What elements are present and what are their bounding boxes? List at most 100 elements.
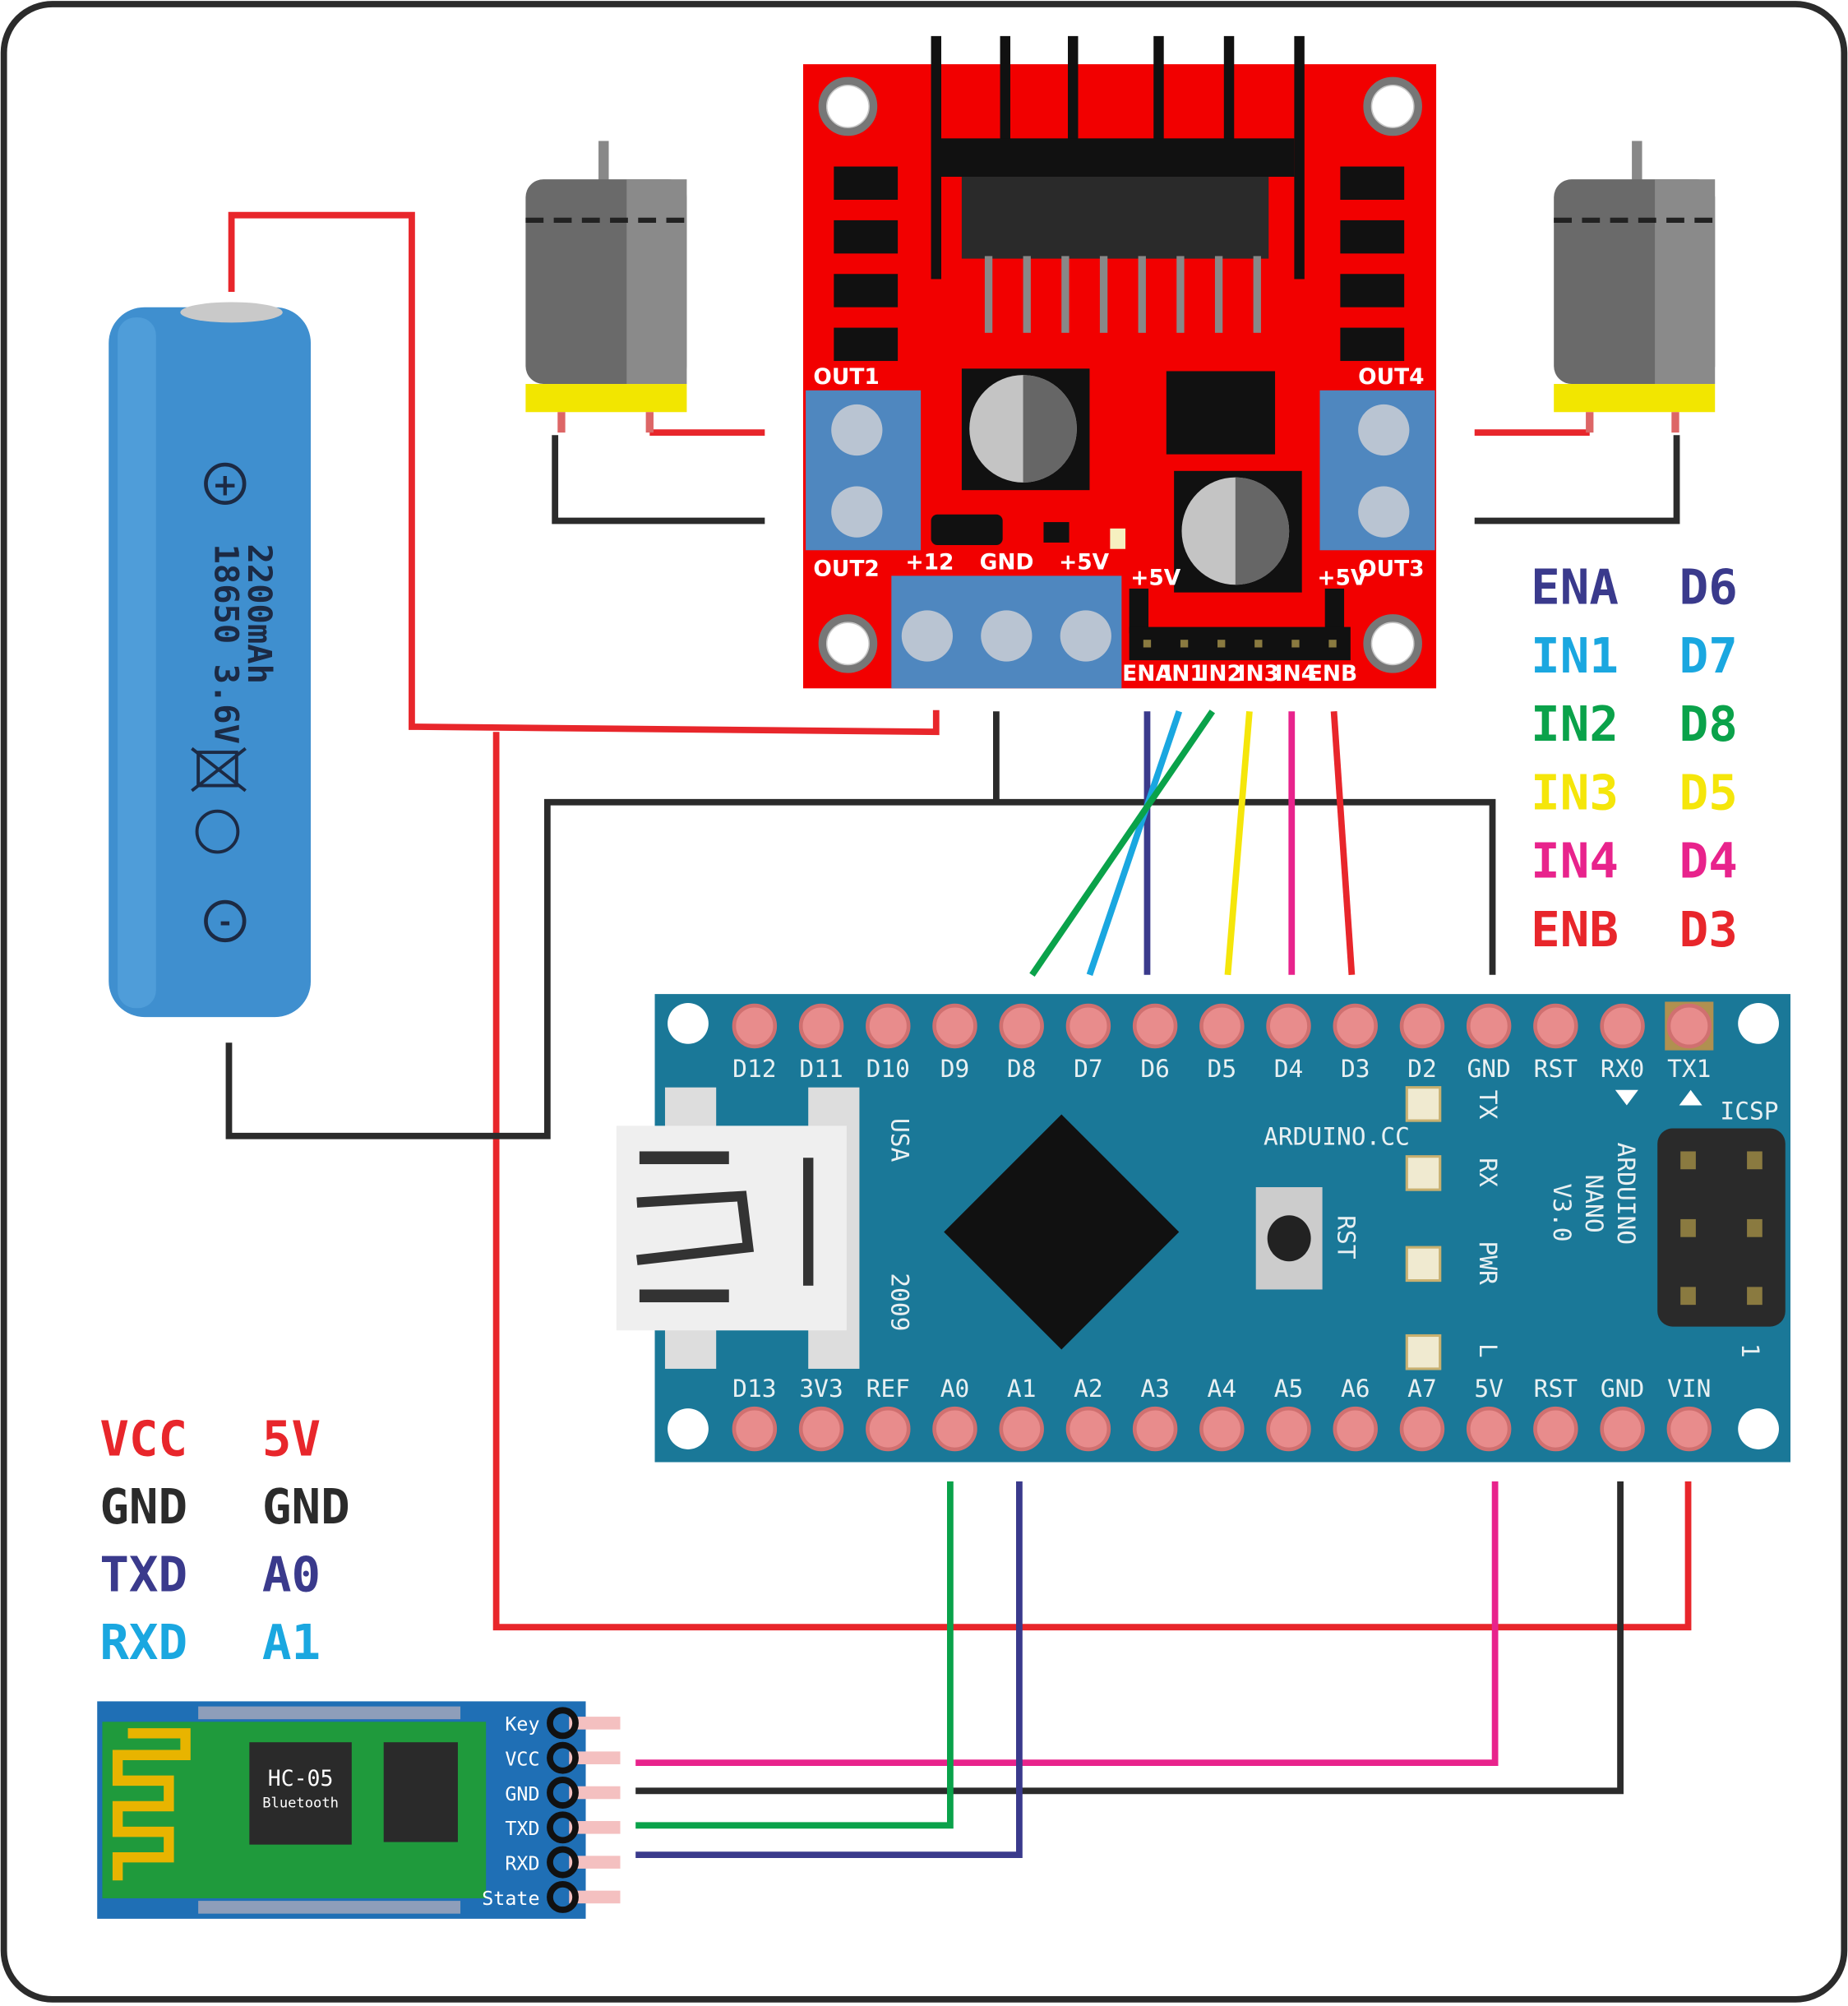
enb-d3-wire bbox=[1330, 711, 1356, 976]
label-usa: USA bbox=[885, 1118, 913, 1162]
driver-pin-label: IN1 bbox=[1163, 661, 1204, 686]
nano-pin-top-0 bbox=[732, 1003, 778, 1049]
nano-pin-label: D4 bbox=[1274, 1055, 1304, 1083]
label-led-tx: TX bbox=[1474, 1090, 1502, 1120]
nano-pin-label: VIN bbox=[1667, 1375, 1711, 1403]
nano-pin-top-12 bbox=[1533, 1003, 1578, 1049]
nano-pin-label: D8 bbox=[1007, 1055, 1037, 1083]
legend-hc05-pin: TXD bbox=[99, 1546, 187, 1603]
nano-pin-top-14 bbox=[1666, 1003, 1712, 1049]
legend-hc05-pin: GND bbox=[99, 1478, 187, 1535]
battery-plus: + bbox=[212, 466, 238, 502]
nano-pin-label: RX0 bbox=[1601, 1055, 1644, 1083]
legend-nano-pin: D5 bbox=[1679, 764, 1738, 820]
driver-pin-in3 bbox=[1254, 640, 1263, 648]
icsp-header bbox=[1657, 1128, 1786, 1327]
nano-pin-top-3 bbox=[932, 1003, 977, 1049]
driver-pin-label: IN4 bbox=[1275, 661, 1316, 686]
usb-connector bbox=[616, 1087, 860, 1369]
nano-pin-label: D12 bbox=[732, 1055, 776, 1083]
nano-pin-top-1 bbox=[798, 1003, 844, 1049]
nano-pin-bottom-12 bbox=[1533, 1406, 1578, 1452]
nano-pin-label: A4 bbox=[1208, 1375, 1237, 1403]
legend-nano-pin: A0 bbox=[262, 1546, 321, 1603]
nano-pin-label: RST bbox=[1534, 1375, 1578, 1403]
hc05-pin-label: RXD bbox=[505, 1851, 539, 1874]
label-out4: OUT4 bbox=[1358, 364, 1424, 390]
driver-pin-label: IN2 bbox=[1201, 661, 1242, 686]
nano-pin-top-5 bbox=[1065, 1003, 1111, 1049]
battery-minus: - bbox=[219, 906, 231, 939]
nano-pin-label: A7 bbox=[1407, 1375, 1437, 1403]
nano-pin-label: A2 bbox=[1074, 1375, 1103, 1403]
nano-pin-label: A1 bbox=[1007, 1375, 1037, 1403]
nano-pin-top-4 bbox=[999, 1003, 1044, 1049]
nano-pin-label: D6 bbox=[1140, 1055, 1170, 1083]
in1-d7-wire bbox=[1086, 710, 1183, 977]
hc05-pin-label: GND bbox=[505, 1782, 539, 1805]
legend-driver-pin: IN4 bbox=[1531, 833, 1619, 890]
nano-pin-top-10 bbox=[1399, 1003, 1445, 1049]
label-led-l: L bbox=[1474, 1343, 1502, 1358]
vin-power-wire bbox=[492, 732, 1692, 1631]
nano-pin-top-9 bbox=[1333, 1003, 1378, 1049]
nano-pin-top-6 bbox=[1132, 1003, 1178, 1049]
hc05-gnd-wire bbox=[635, 1481, 1624, 1795]
antenna-icon bbox=[112, 1728, 191, 1881]
driver-pin-in2 bbox=[1217, 640, 1226, 648]
driver-pin-ena bbox=[1143, 640, 1152, 648]
arduino-nano-board: ARDUINO.CC USA 2009 RST TX RX PWR L ARDU… bbox=[616, 994, 1790, 1463]
hc05-txd-wire bbox=[635, 1481, 954, 1829]
driver-pin-in1 bbox=[1180, 640, 1189, 648]
nano-pin-label: D13 bbox=[732, 1375, 776, 1403]
nano-pin-label: A5 bbox=[1274, 1375, 1304, 1403]
label-model-2: NANO bbox=[1580, 1174, 1608, 1232]
legend-nano-pin: D4 bbox=[1679, 833, 1738, 890]
nano-pin-bottom-10 bbox=[1399, 1406, 1445, 1452]
label-model-3: V3.0 bbox=[1548, 1183, 1576, 1241]
label-5v-right: +5V bbox=[1317, 565, 1368, 590]
label-out1: OUT1 bbox=[813, 364, 879, 390]
hc05-rxd-wire bbox=[635, 1481, 1023, 1858]
hc05-subtitle: Bluetooth bbox=[262, 1796, 339, 1812]
hc05-pin-label: VCC bbox=[505, 1748, 539, 1771]
plus-icon bbox=[204, 462, 247, 506]
nano-pin-label: RST bbox=[1534, 1055, 1578, 1083]
nano-pin-label: A3 bbox=[1140, 1375, 1170, 1403]
label-gnd: GND bbox=[980, 550, 1034, 575]
nano-pin-bottom-2 bbox=[866, 1406, 911, 1452]
label-rst-button: RST bbox=[1332, 1215, 1360, 1260]
hc05-vcc-wire bbox=[635, 1481, 1499, 1766]
nano-pin-top-7 bbox=[1199, 1003, 1245, 1049]
label-led-rx: RX bbox=[1474, 1158, 1502, 1187]
nano-pin-bottom-6 bbox=[1132, 1406, 1178, 1452]
driver-pin-enb bbox=[1328, 640, 1337, 648]
legend-nano-pin: GND bbox=[262, 1478, 350, 1535]
hc05-pin-label: State bbox=[482, 1887, 539, 1910]
legend-driver-pin: ENB bbox=[1531, 901, 1619, 958]
label-model-1: ARDUINO bbox=[1612, 1143, 1640, 1246]
nano-pin-bottom-5 bbox=[1065, 1406, 1111, 1452]
nano-pin-top-13 bbox=[1600, 1003, 1645, 1049]
legend-driver-pin: ENA bbox=[1531, 559, 1619, 616]
right-motor-black-wire bbox=[1474, 435, 1680, 525]
battery-capacity: 2200mAh bbox=[240, 544, 280, 684]
battery-18650: + 18650 3.6V 2200mAh - bbox=[109, 302, 312, 1018]
label-plus12: +12 bbox=[905, 550, 954, 575]
label-5v-left: +5V bbox=[1130, 565, 1181, 590]
nano-pin-top-2 bbox=[866, 1003, 911, 1049]
legend-driver-pin: IN3 bbox=[1531, 764, 1619, 820]
hc05-pin-key bbox=[569, 1717, 621, 1730]
in2-d8-wire bbox=[1029, 709, 1216, 977]
nano-pin-bottom-13 bbox=[1600, 1406, 1645, 1452]
hc05-pin-rxd bbox=[569, 1856, 621, 1869]
minus-icon bbox=[204, 899, 247, 943]
hc05-pin-label: Key bbox=[505, 1712, 539, 1736]
legend-nano-pin: D8 bbox=[1679, 696, 1738, 752]
driver-pin-label: ENA bbox=[1122, 661, 1172, 686]
nano-pin-top-11 bbox=[1466, 1003, 1512, 1049]
nano-pin-label: D5 bbox=[1208, 1055, 1237, 1083]
nano-pin-bottom-7 bbox=[1199, 1406, 1245, 1452]
